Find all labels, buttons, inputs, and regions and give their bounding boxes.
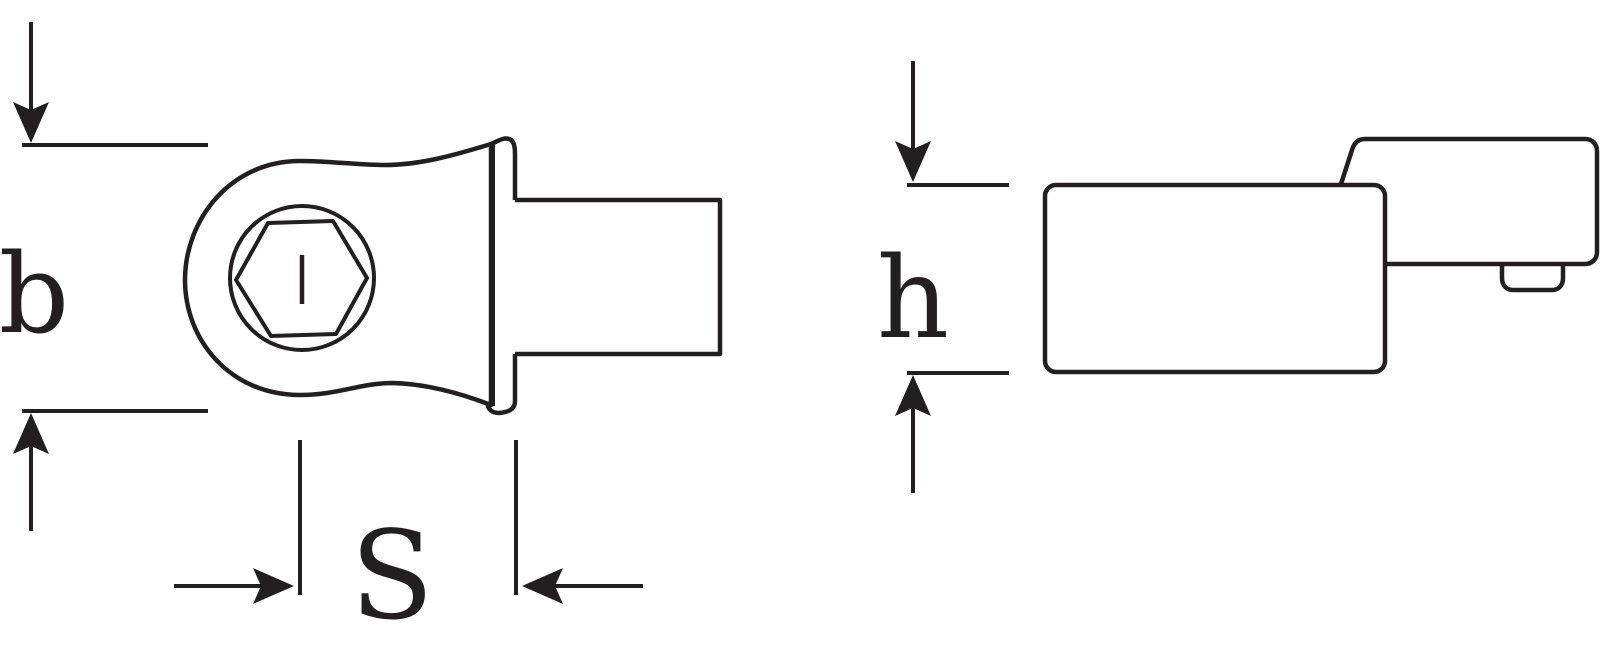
- dim-s-arrow-right: [253, 568, 294, 604]
- dim-b-arrow-up: [13, 413, 49, 454]
- dimension-b: b: [0, 22, 208, 531]
- dim-h-arrow-up: [895, 375, 931, 416]
- ring-bore-circle: [228, 204, 376, 352]
- hex-opening: [234, 219, 369, 338]
- neck-outline: [485, 136, 518, 416]
- dim-b-label: b: [0, 230, 69, 358]
- dim-s-arrow-left: [522, 568, 563, 604]
- ring-head-outline: [182, 141, 494, 408]
- side-drive-profile: [1338, 136, 1600, 267]
- side-view: h: [877, 61, 1600, 493]
- dim-h-arrow-down: [895, 141, 931, 182]
- dimension-h: h: [877, 61, 1009, 493]
- dimension-s: S: [174, 440, 643, 645]
- side-body-outline: [1042, 182, 1388, 375]
- square-drive-insert-outline: [515, 197, 723, 357]
- dim-h-label: h: [877, 234, 949, 364]
- dim-s-label: S: [350, 505, 434, 645]
- front-view: b S: [0, 22, 723, 645]
- dim-b-arrow-down: [13, 102, 49, 143]
- detent-ball-tab: [1499, 264, 1566, 293]
